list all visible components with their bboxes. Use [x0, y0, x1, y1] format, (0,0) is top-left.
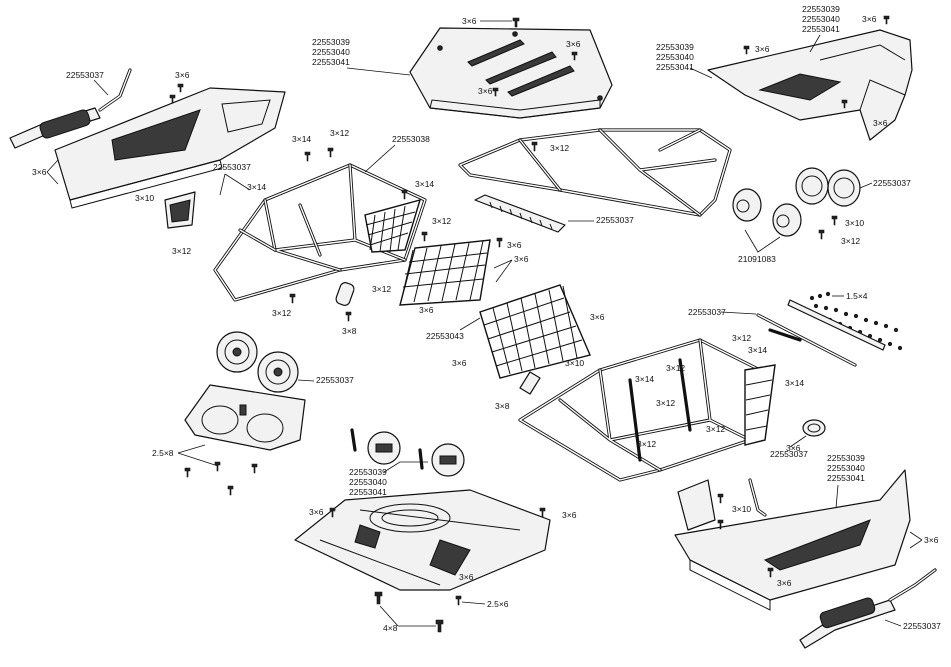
label-frame-3x12-a: 3×12 — [330, 128, 349, 138]
left-exhaust — [9, 68, 132, 149]
label-rside-3x6-a: 3×6 — [924, 535, 939, 545]
label-grid-3x6-e: 3×6 — [452, 358, 467, 368]
label-rear-bar: 22553037 — [688, 307, 726, 317]
label-grid-3x6-b: 3×6 — [514, 254, 529, 264]
tail-lamp — [802, 419, 826, 437]
seat-pair — [350, 428, 465, 477]
label-hood-code-2: 22553040 — [802, 14, 840, 24]
label-frame-3x10: 3×10 — [135, 193, 154, 203]
label-frame-3x12-d: 3×12 — [372, 284, 391, 294]
label-frame-3x14-c: 3×14 — [415, 179, 434, 189]
label-hood-3x6-right: 3×6 — [873, 118, 888, 128]
label-gauges-3x10: 3×10 — [845, 218, 864, 228]
left-side-panel — [54, 87, 286, 209]
label-hood-code-left-2: 22553040 — [656, 52, 694, 62]
label-frame-3x12-c: 3×12 — [172, 246, 191, 256]
label-rside-3x6-b: 3×6 — [777, 578, 792, 588]
label-roof-3x6-right: 3×6 — [566, 39, 581, 49]
label-lightbar: 22553037 — [596, 215, 634, 225]
label-frame-3x8: 3×8 — [342, 326, 357, 336]
front-frame — [213, 163, 427, 302]
label-roof-code-1: 22553039 — [312, 37, 350, 47]
label-roof-code-3: 22553041 — [312, 57, 350, 67]
dashboard-panel — [184, 384, 306, 451]
label-rside-code-1: 22553039 — [827, 453, 865, 463]
label-frame-22553038: 22553038 — [392, 134, 430, 144]
label-lamps: 21091083 — [738, 254, 776, 264]
label-gauges-3x12: 3×12 — [841, 236, 860, 246]
label-rear-3x6-a: 3×6 — [786, 443, 801, 453]
label-rside-3x10: 3×10 — [732, 504, 751, 514]
headlamps — [732, 188, 802, 237]
label-grid-3x6-d: 3×6 — [590, 312, 605, 322]
rear-top-cage — [458, 128, 732, 217]
label-frame-3x12-b: 3×12 — [432, 216, 451, 226]
right-exhaust — [799, 568, 937, 649]
label-rear-3x12-e: 3×12 — [706, 424, 725, 434]
floor-tub — [294, 489, 551, 591]
label-floor-4x8: 4×8 — [383, 623, 398, 633]
label-small-screws: 1.5×4 — [846, 291, 868, 301]
label-frame-3x12-e: 3×12 — [272, 308, 291, 318]
label-hood-code-left-3: 22553041 — [656, 62, 694, 72]
rear-mudflap — [677, 479, 716, 531]
label-exhaust-right: 22553037 — [903, 621, 941, 631]
label-exhaust-left: 22553037 — [66, 70, 104, 80]
speaker-pair — [216, 331, 299, 393]
label-hood-code-3: 22553041 — [802, 24, 840, 34]
label-rear-3x12-a: 3×12 — [550, 143, 569, 153]
label-seats-code-2: 22553040 — [349, 477, 387, 487]
label-seats-code-3: 22553041 — [349, 487, 387, 497]
label-roof-top-3x6: 3×6 — [462, 16, 477, 26]
label-roof-3x6-bottom: 3×6 — [478, 86, 493, 96]
label-grid-22553043: 22553043 — [426, 331, 464, 341]
label-hood-code-1: 22553039 — [802, 4, 840, 14]
roof-panel — [409, 27, 613, 119]
label-rear-3x12-d: 3×12 — [656, 398, 675, 408]
shifter — [748, 478, 767, 517]
label-rear-3x10: 3×10 — [565, 358, 584, 368]
grid-panel-upper — [399, 239, 491, 306]
hood-panel — [707, 29, 913, 141]
label-grid-3x6-c: 3×6 — [419, 305, 434, 315]
label-floor-2-5x6: 2.5×6 — [487, 599, 509, 609]
label-frame-3x14-a: 3×14 — [292, 134, 311, 144]
label-rear-3x14-b: 3×14 — [785, 378, 804, 388]
rear-bar — [756, 313, 857, 367]
label-frame-3x12-f: 3×12 — [637, 439, 656, 449]
grid-panel-lower — [479, 284, 591, 379]
label-roof-code-2: 22553040 — [312, 47, 350, 57]
label-seats-code-1: 22553039 — [349, 467, 387, 477]
label-rear-3x14-a: 3×14 — [748, 345, 767, 355]
label-frame-22553037: 22553037 — [213, 162, 251, 172]
label-rear-3x12-c: 3×12 — [666, 363, 685, 373]
label-rear-3x12-b: 3×12 — [732, 333, 751, 343]
screw-3x6-roof-top — [512, 17, 520, 28]
label-rside-code-3: 22553041 — [827, 473, 865, 483]
label-exhaust-left-3x6: 3×6 — [175, 70, 190, 80]
label-rear-3x8: 3×8 — [495, 401, 510, 411]
label-hood-3x6-top: 3×6 — [862, 14, 877, 24]
label-frame-3x14-b: 3×14 — [247, 182, 266, 192]
label-tail-lamp: 22553037 — [770, 449, 808, 459]
label-floor-3x6-a: 3×6 — [309, 507, 324, 517]
light-bar — [474, 194, 566, 233]
rear-main-frame — [518, 338, 776, 482]
label-screws-2-5x8: 2.5×8 — [152, 448, 174, 458]
pivot-pin — [335, 282, 355, 306]
label-hood-code-left-1: 22553039 — [656, 42, 694, 52]
label-floor-3x6-b: 3×6 — [562, 510, 577, 520]
label-side-panel-left-3x6: 3×6 — [32, 167, 47, 177]
label-speakers: 22553037 — [316, 375, 354, 385]
right-side-panel — [674, 469, 911, 611]
label-grid-3x6-a: 3×6 — [507, 240, 522, 250]
label-floor-3x6-c: 3×6 — [459, 572, 474, 582]
label-hood-3x6-left: 3×6 — [755, 44, 770, 54]
label-rear-3x14-c: 3×14 — [635, 374, 654, 384]
gauge-cluster — [795, 167, 861, 207]
label-gauges: 22553037 — [873, 178, 911, 188]
label-rside-code-2: 22553040 — [827, 463, 865, 473]
